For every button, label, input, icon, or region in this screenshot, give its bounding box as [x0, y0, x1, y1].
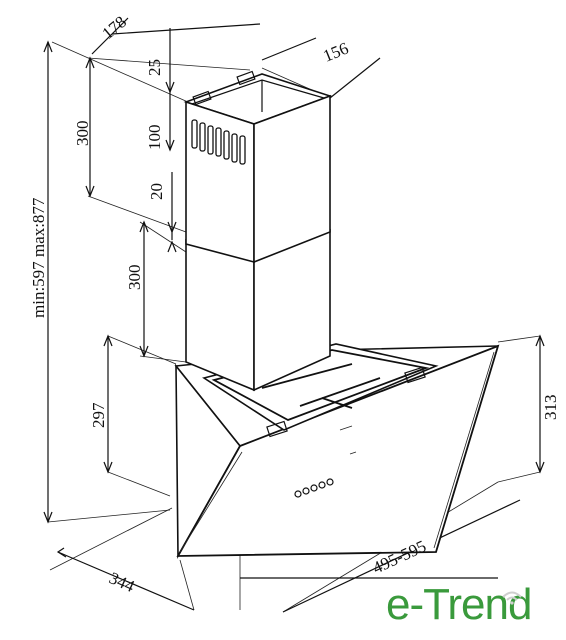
brand-logo: e-Trend: [386, 580, 532, 630]
dim-top-offset: 25: [145, 59, 164, 76]
dim-overlap: 20: [147, 183, 166, 200]
brand-logo-text: e-Trend: [386, 580, 532, 629]
dim-hood-height-right: 313: [541, 395, 560, 421]
vent-slots: [191, 119, 246, 165]
dim-upper-chimney-height: 300: [73, 121, 92, 147]
dimension-lines: [43, 17, 545, 613]
dim-lower-chimney-height: 300: [125, 265, 144, 291]
dim-chimney-width: 156: [320, 39, 351, 66]
upper-chimney: [183, 70, 333, 264]
dim-bracket-height: 100: [145, 125, 164, 151]
dim-hood-height-left: 297: [89, 402, 108, 428]
control-buttons: [294, 478, 334, 498]
wifi-icon: [502, 591, 522, 605]
dim-chimney-depth: 178: [98, 12, 130, 43]
dim-hood-depth: 344: [106, 568, 137, 596]
lower-chimney: [185, 219, 331, 392]
extension-lines: [47, 41, 541, 613]
dim-total-height: min:597 max:877: [29, 197, 48, 318]
